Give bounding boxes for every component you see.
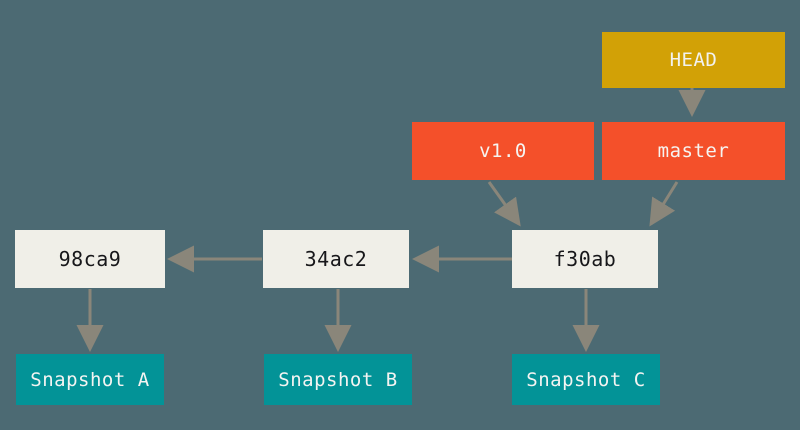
node-tag-v1-0[interactable]: v1.0 [412,122,594,180]
node-branch-master[interactable]: master [602,122,785,180]
node-snapshot-a[interactable]: Snapshot A [16,354,164,405]
node-head-label: HEAD [669,49,718,71]
node-commit-34ac2[interactable]: 34ac2 [263,230,409,288]
node-commit-34ac2-label: 34ac2 [304,247,368,271]
edge-master-to-f30ab [649,181,679,227]
node-branch-master-label: master [657,140,730,162]
node-commit-f30ab-label: f30ab [553,247,617,271]
edge-v10-to-f30ab [487,181,521,227]
node-tag-v1-0-label: v1.0 [479,140,527,162]
node-commit-f30ab[interactable]: f30ab [512,230,658,288]
node-head[interactable]: HEAD [602,32,785,88]
node-snapshot-c[interactable]: Snapshot C [512,354,660,405]
node-commit-98ca9-label: 98ca9 [58,247,122,271]
node-snapshot-b[interactable]: Snapshot B [264,354,412,405]
node-snapshot-c-label: Snapshot C [526,368,646,391]
node-commit-98ca9[interactable]: 98ca9 [15,230,165,288]
node-snapshot-a-label: Snapshot A [30,368,150,391]
node-snapshot-b-label: Snapshot B [278,368,398,391]
